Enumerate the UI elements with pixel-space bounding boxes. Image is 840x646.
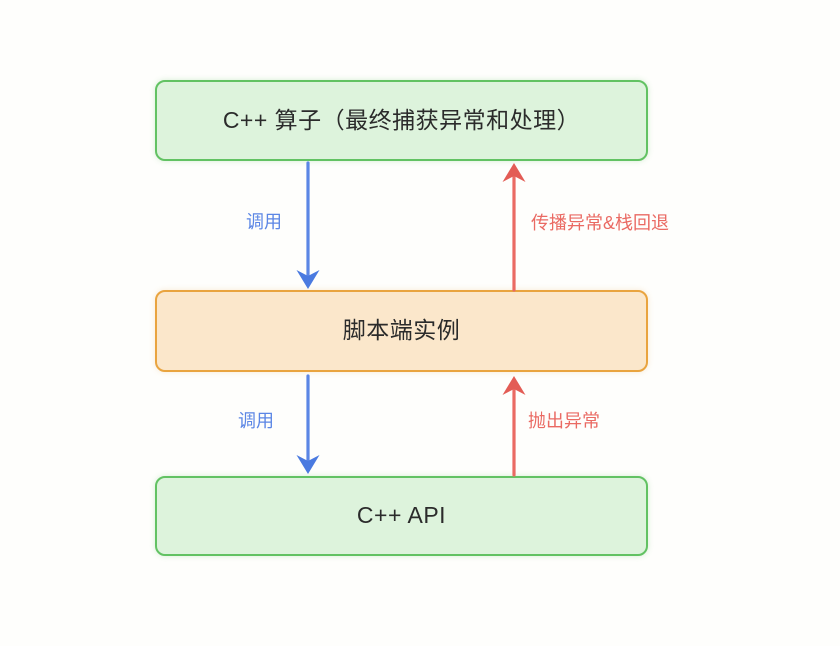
arrow-call-upper-icon [296, 161, 320, 289]
node-cpp-operator[interactable]: C++ 算子（最终捕获异常和处理） [155, 80, 648, 161]
edge-label-call-lower: 调用 [238, 411, 274, 431]
arrow-call-lower-icon [296, 374, 320, 474]
node-cpp-api-label: C++ API [356, 502, 447, 529]
edge-label-propagate: 传播异常&栈回退 [531, 213, 670, 233]
edge-label-throw: 抛出异常 [528, 411, 600, 431]
node-cpp-operator-label: C++ 算子（最终捕获异常和处理） [222, 106, 581, 133]
edge-label-call-upper: 调用 [246, 212, 282, 232]
node-script-instance[interactable]: 脚本端实例 [155, 290, 648, 372]
node-script-instance-label: 脚本端实例 [342, 317, 461, 344]
node-cpp-api[interactable]: C++ API [155, 476, 648, 556]
